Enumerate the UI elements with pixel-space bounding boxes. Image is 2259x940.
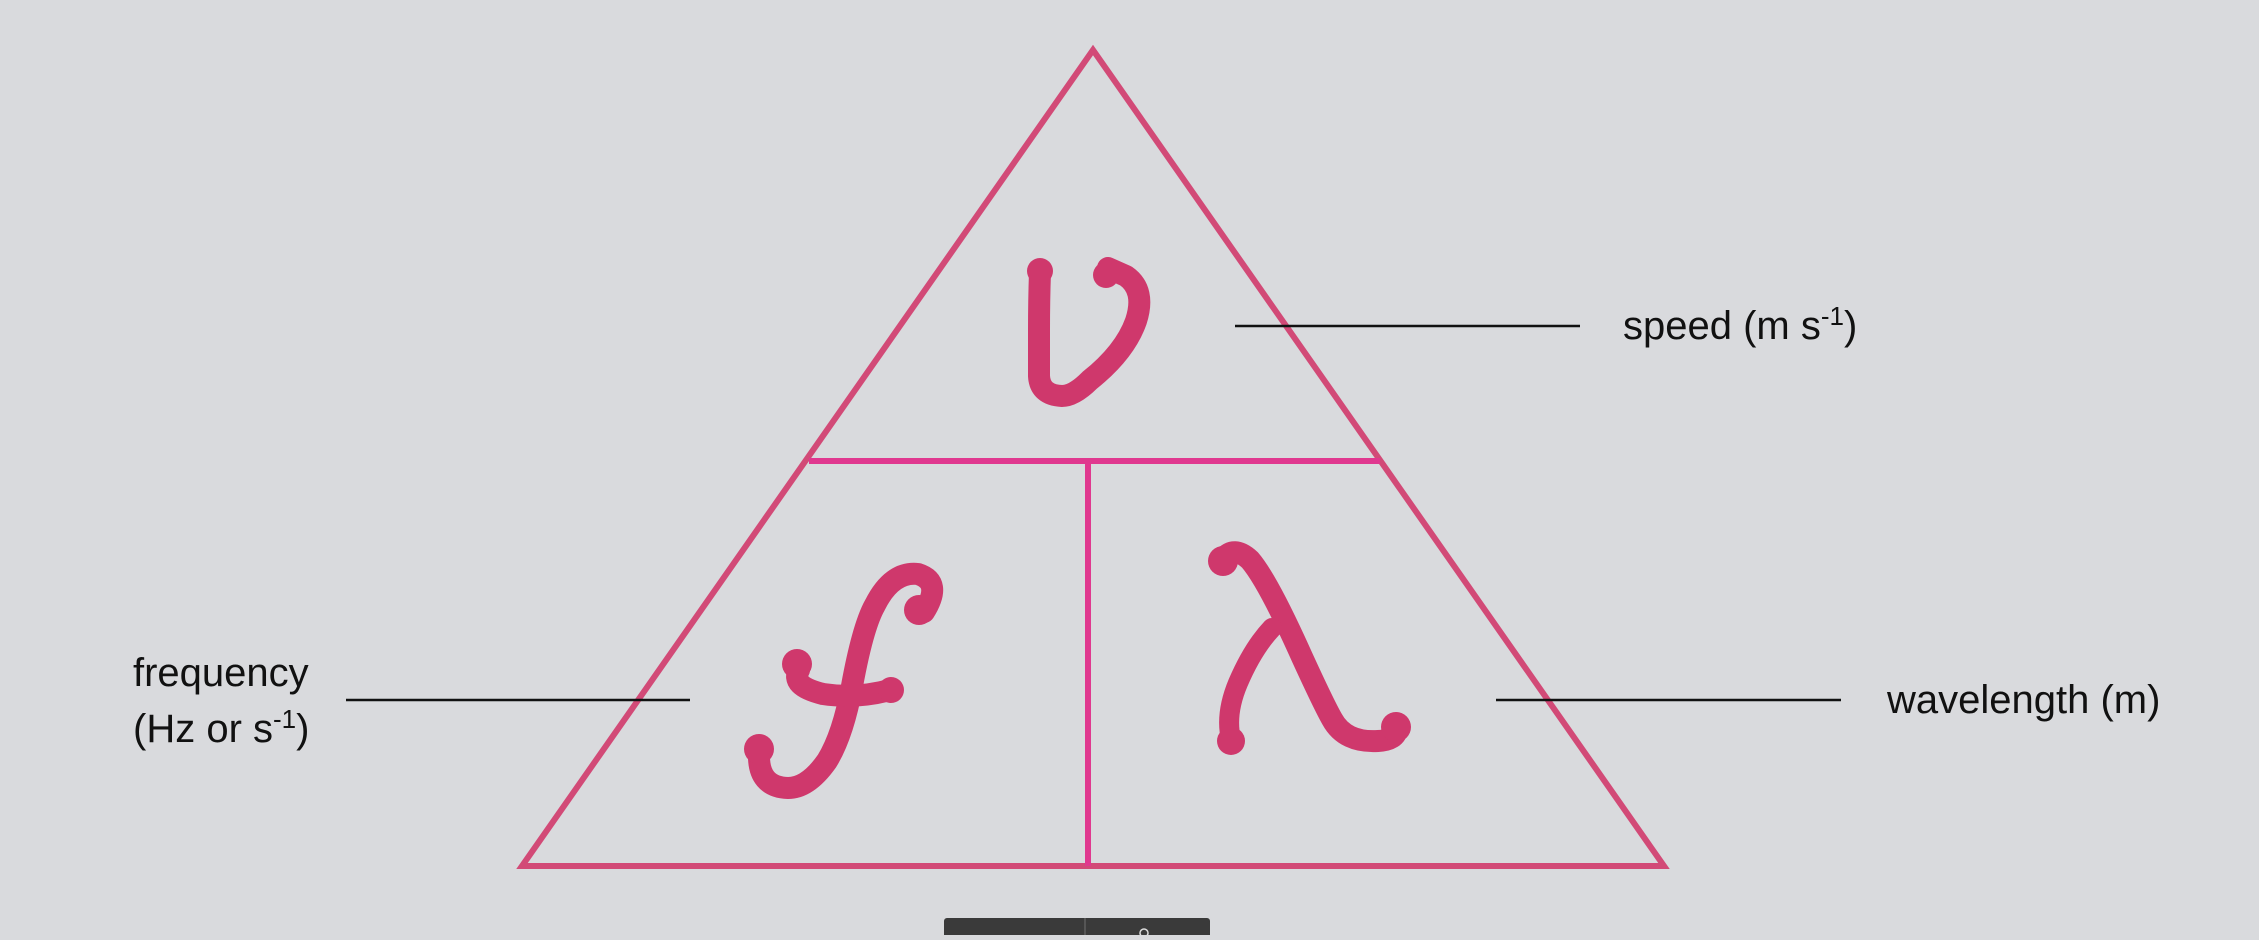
speed-symbol-v <box>1027 257 1151 407</box>
wavelength-symbol-lambda <box>1208 541 1411 755</box>
wavelength-label: wavelength (m) <box>1886 678 2160 722</box>
presentation-toolbar[interactable] <box>944 918 1210 938</box>
speed-label: speed (m s-1) <box>1623 301 1857 348</box>
frequency-label-line1: frequency <box>133 651 309 695</box>
frequency-label-line2: (Hz or s-1) <box>133 704 309 751</box>
frequency-symbol-f <box>744 562 944 799</box>
